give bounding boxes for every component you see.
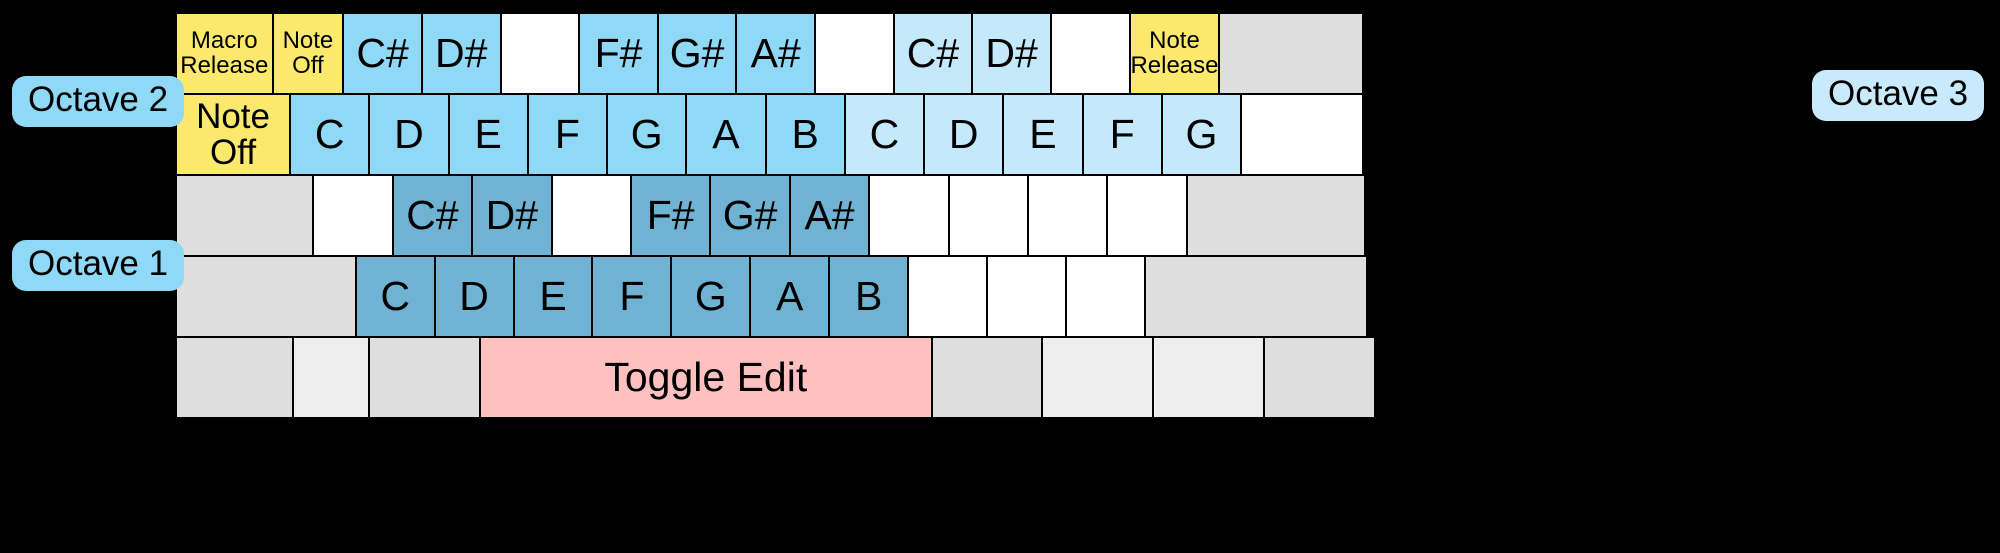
key-g[interactable]: G — [1160, 93, 1243, 176]
key-f[interactable]: F — [526, 93, 609, 176]
key-a-[interactable]: A# — [735, 12, 817, 95]
key-unassigned[interactable] — [1240, 93, 1364, 176]
key-f-[interactable]: F# — [578, 12, 659, 95]
key-macro-release[interactable]: Macro Release — [175, 12, 274, 95]
key-unassigned[interactable] — [1185, 174, 1366, 257]
key-b[interactable]: B — [764, 93, 846, 176]
key-c[interactable]: C — [843, 93, 926, 176]
key-unassigned[interactable] — [907, 255, 988, 338]
key-unassigned[interactable] — [499, 12, 581, 95]
key-d[interactable]: D — [368, 93, 450, 176]
key-unassigned[interactable] — [1106, 174, 1188, 257]
key-unassigned[interactable] — [1041, 336, 1155, 419]
key-unassigned[interactable] — [175, 174, 315, 257]
key-toggle-edit[interactable]: Toggle Edit — [478, 336, 933, 419]
modifier-row: Toggle Edit — [175, 336, 1390, 419]
key-note-release[interactable]: Note Release — [1128, 12, 1221, 95]
octave-1-label: Octave 1 — [12, 240, 185, 291]
key-g-[interactable]: G# — [656, 12, 738, 95]
key-c[interactable]: C — [289, 93, 371, 176]
key-d-[interactable]: D# — [420, 12, 502, 95]
key-unassigned[interactable] — [368, 336, 481, 419]
key-c-[interactable]: C# — [342, 12, 423, 95]
key-d-[interactable]: D# — [971, 12, 1052, 95]
key-f[interactable]: F — [1081, 93, 1163, 176]
key-unassigned[interactable] — [1152, 336, 1266, 419]
key-unassigned[interactable] — [1064, 255, 1146, 338]
key-unassigned[interactable] — [175, 255, 357, 338]
octave-2-label: Octave 2 — [12, 76, 185, 127]
key-c-[interactable]: C# — [892, 12, 974, 95]
key-c-[interactable]: C# — [391, 174, 474, 257]
key-note-off[interactable]: Note Off — [271, 12, 345, 95]
key-a[interactable]: A — [685, 93, 767, 176]
octave-3-label: Octave 3 — [1812, 70, 1985, 121]
key-unassigned[interactable] — [1049, 12, 1131, 95]
key-unassigned[interactable] — [947, 174, 1030, 257]
key-unassigned[interactable] — [175, 336, 294, 419]
key-note-off[interactable]: Note Off — [175, 93, 292, 176]
key-d[interactable]: D — [923, 93, 1005, 176]
key-unassigned[interactable] — [1218, 12, 1364, 95]
key-d-[interactable]: D# — [471, 174, 553, 257]
key-a[interactable]: A — [749, 255, 831, 338]
key-unassigned[interactable] — [868, 174, 950, 257]
key-e[interactable]: E — [512, 255, 594, 338]
octave1-black-row: C#D# F#G#A# — [175, 174, 1390, 257]
key-d[interactable]: D — [433, 255, 515, 338]
key-g[interactable]: G — [670, 255, 752, 338]
key-unassigned[interactable] — [930, 336, 1044, 419]
key-unassigned[interactable] — [1263, 336, 1376, 419]
key-unassigned[interactable] — [550, 174, 632, 257]
key-unassigned[interactable] — [291, 336, 371, 419]
key-unassigned[interactable] — [986, 255, 1067, 338]
key-unassigned[interactable] — [1027, 174, 1109, 257]
key-e[interactable]: E — [447, 93, 529, 176]
key-c[interactable]: C — [354, 255, 436, 338]
key-g-[interactable]: G# — [709, 174, 791, 257]
key-b[interactable]: B — [828, 255, 910, 338]
key-g[interactable]: G — [606, 93, 688, 176]
key-unassigned[interactable] — [814, 12, 895, 95]
key-f[interactable]: F — [591, 255, 673, 338]
key-unassigned[interactable] — [312, 174, 394, 257]
key-f-[interactable]: F# — [630, 174, 712, 257]
key-unassigned[interactable] — [1143, 255, 1368, 338]
key-e[interactable]: E — [1002, 93, 1084, 176]
key-a-[interactable]: A# — [788, 174, 871, 257]
